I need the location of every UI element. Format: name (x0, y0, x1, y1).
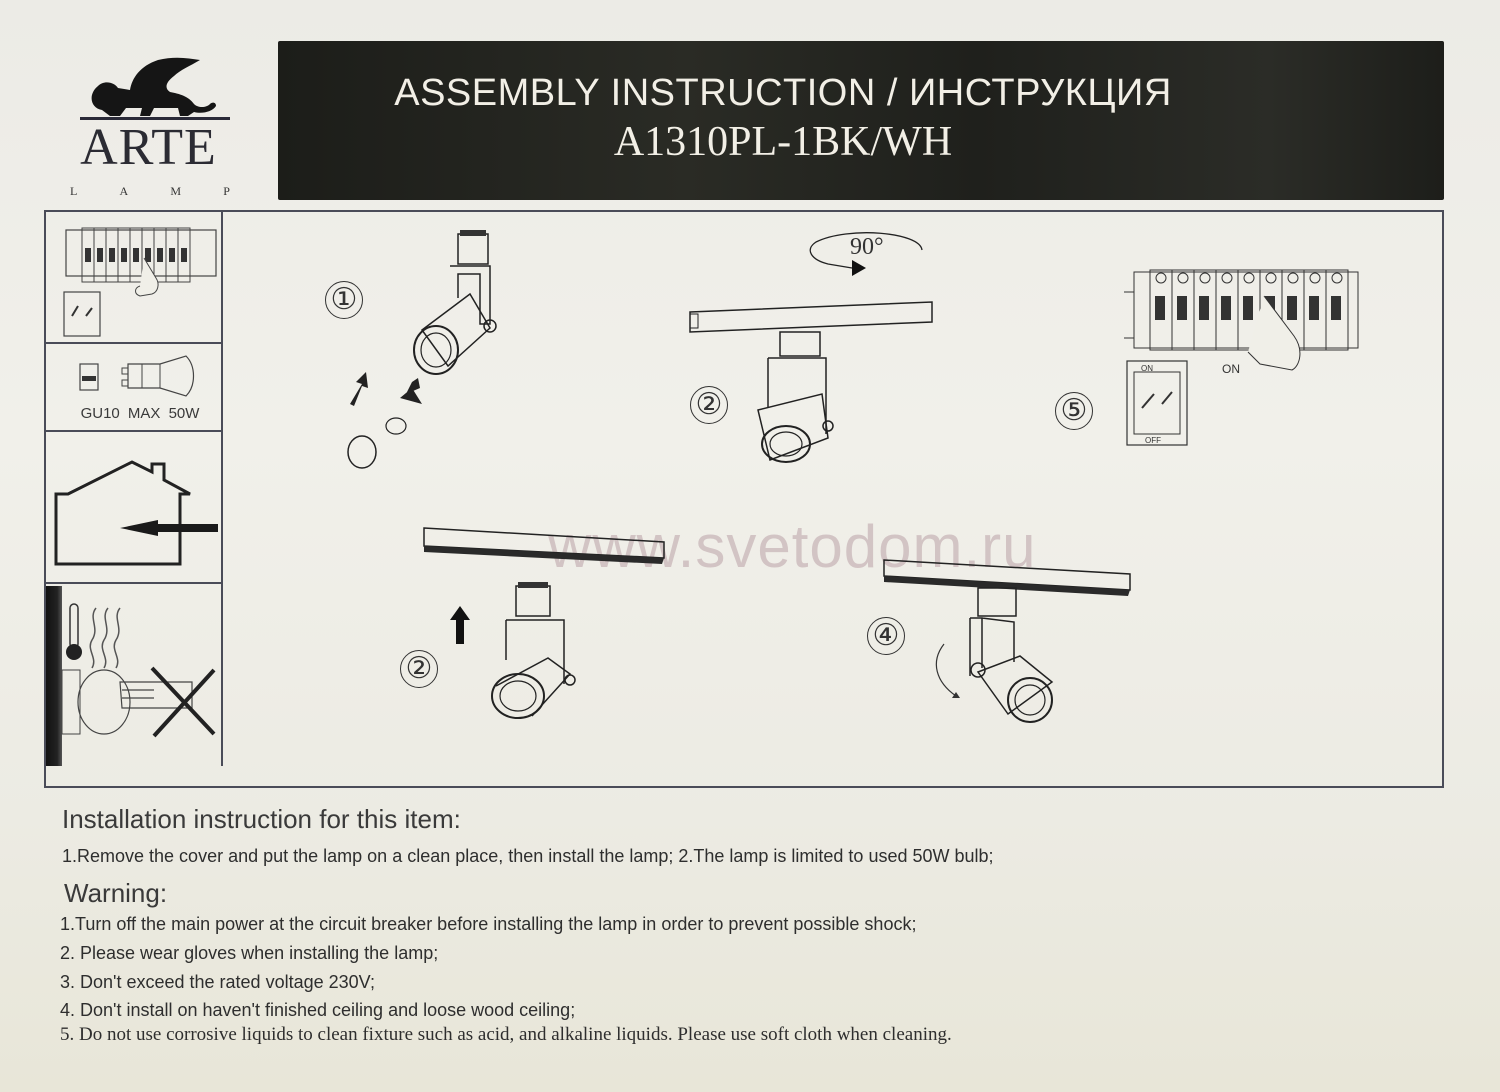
step-number-4: ④ (867, 617, 905, 655)
breaker-on-label: ON (1222, 362, 1240, 376)
warning-item: 5. Do not use corrosive liquids to clean… (60, 1024, 952, 1045)
dark-edge-stripe (46, 586, 62, 766)
indoor-use-house-icon (54, 460, 218, 566)
warning-heading: Warning: (64, 878, 168, 908)
winged-lion-logo-icon (80, 57, 230, 120)
bulb-spec-label: GU10 MAX 50W (80, 405, 200, 422)
warning-item: 4. Don't install on haven't finished cei… (60, 1000, 576, 1020)
mounted-spotlight-adjust-icon (883, 559, 1131, 723)
warning-item: 2. Please wear gloves when installing th… (60, 943, 439, 963)
diagram-frame (44, 210, 1444, 788)
installation-heading: Installation instruction for this item: (62, 804, 461, 834)
switch-on-label: ON (1141, 364, 1153, 373)
step-number-1: ① (325, 281, 363, 319)
warning-item: 1.Turn off the main power at the circuit… (60, 914, 917, 934)
page-title: ASSEMBLY INSTRUCTION / ИНСТРУКЦИЯ (394, 72, 1172, 114)
spotlight-exploded-view-icon (347, 230, 497, 469)
rail-insert-spotlight-icon (423, 527, 665, 719)
installation-step-text: 1.Remove the cover and put the lamp on a… (62, 846, 994, 866)
sidebar-cell-bulb-spec (44, 344, 222, 432)
switch-off-label: OFF (1145, 436, 1161, 445)
sidebar-cell-indoor-use (44, 432, 222, 584)
brand-name: ARTE (80, 119, 217, 176)
model-number: A1310PL-1BK/WH (613, 119, 953, 165)
step-number-2: ② (690, 386, 728, 424)
sidebar-cell-power-off (44, 210, 222, 344)
brand-sub-letter: M (170, 184, 182, 198)
brand-sub-letter: P (223, 184, 230, 198)
breaker-panel-on-icon (1124, 269, 1359, 371)
rotate-90-arrow-icon (809, 232, 923, 276)
sidebar-divider (221, 210, 223, 766)
gu10-bulb-icon (79, 355, 195, 397)
brand-sub-letter: L (70, 184, 78, 198)
rotation-degree-label: 90° (850, 234, 884, 260)
track-rail-with-spotlight-icon (689, 301, 933, 463)
watermark: www.svetodom.ru (548, 513, 1037, 580)
hot-surface-warning-icon (61, 603, 216, 738)
step-number-2-bottom: ② (400, 650, 438, 688)
brand-subtitle: L A M P (70, 184, 230, 199)
step-number-5: ⑤ (1055, 392, 1093, 430)
brand-sub-letter: A (119, 184, 129, 198)
warning-item: 3. Don't exceed the rated voltage 230V; (60, 972, 375, 992)
title-banner (278, 41, 1444, 200)
breaker-panel-off-icon (63, 227, 217, 337)
wall-switch-icon (1126, 360, 1188, 446)
